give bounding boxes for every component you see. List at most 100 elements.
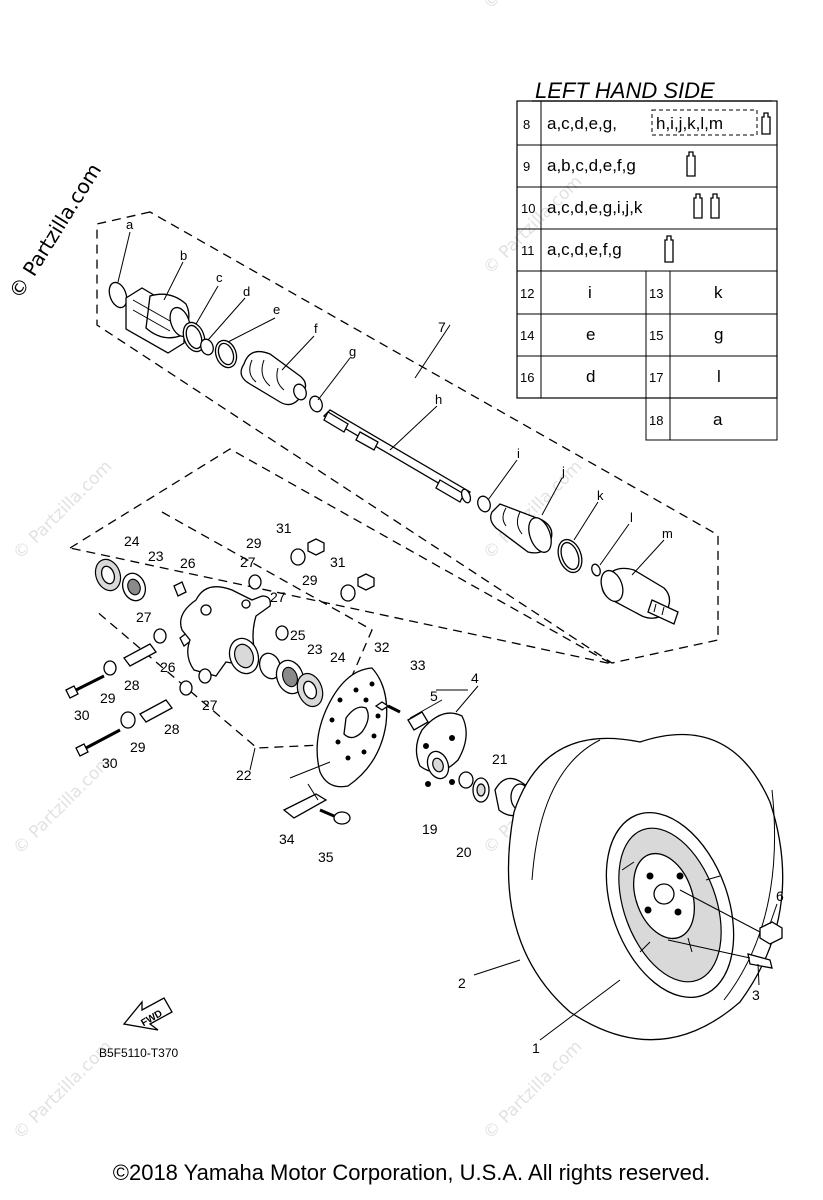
wheel-tire [507,734,784,1041]
table-row-number: 11 [521,243,535,258]
shaft-letter-labels: a b c d e f g h i j k l m [126,217,673,541]
callout: 30 [102,755,118,771]
callout-numbers: 1 2 3 4 5 6 7 19 20 21 22 23 23 24 24 25… [74,319,784,1056]
callout: 21 [492,751,508,767]
half-shaft [322,409,472,504]
inner-joint [600,567,679,625]
grease-tube-icon [664,235,674,263]
grease-tube-icon [710,193,720,219]
table-row-boxed-parts: h,i,j,k,l,m [656,114,723,133]
knuckle [179,586,271,677]
callout: 28 [124,677,140,693]
callout: 29 [100,690,116,706]
callout: 28 [164,721,180,737]
callout: 4 [471,670,479,686]
letter-label: c [216,270,223,285]
callout: 7 [438,319,446,335]
watermark: © Partzilla.com [9,457,116,564]
watermark: © Partzilla.com [479,172,586,279]
letter-label: a [126,217,134,232]
letter-label: b [180,248,187,263]
copyright-notice: ©2018 Yamaha Motor Corporation, U.S.A. A… [112,1160,711,1185]
callout: 27 [240,554,256,570]
grease-tube-icon [693,193,703,219]
callout: 27 [136,609,152,625]
table-cell-part: i [588,283,592,302]
diagram-code: B5F5110-T370 [99,1046,178,1060]
watermark: © Partzilla.com [479,0,586,14]
callout: 1 [532,1040,540,1056]
letter-label: d [243,284,250,299]
callout: 22 [236,767,252,783]
callout: 31 [276,520,292,536]
drive-shaft-assembly [96,211,719,664]
callout: 35 [318,849,334,865]
leader-lines [117,231,778,1041]
table-cell-part: d [586,367,595,386]
grease-tube-icon [761,112,771,135]
callout: 29 [246,535,262,551]
callout: 19 [422,821,438,837]
wheel-hub [407,689,468,787]
callout: 26 [160,659,176,675]
letter-label: m [662,526,673,541]
callout: 23 [148,548,164,564]
callout: 33 [410,657,426,673]
table-row-parts: a,c,d,e,g,i,j,k [547,198,643,217]
callout: 30 [74,707,90,723]
fwd-arrow-icon: FWD [122,997,173,1031]
table-row-parts: a,c,d,e,f,g [547,240,622,259]
callout: 34 [279,831,295,847]
table-title: LEFT HAND SIDE [535,78,715,103]
letter-label: e [273,302,280,317]
callout: 2 [458,975,466,991]
table-row-number: 9 [523,159,530,174]
callout: 24 [124,533,140,549]
table-row-number: 10 [521,201,535,216]
table-cell-number: 15 [649,328,663,343]
left-hand-side-table: LEFT HAND SIDE 8 a,c,d,e,g, h,i,j,k,l,m … [516,78,778,441]
letter-label: f [314,321,318,336]
table-cell-part: e [586,325,595,344]
callout: 23 [307,641,323,657]
table-cell-part: g [714,325,723,344]
callout: 3 [752,987,760,1003]
table-cell-number: 16 [520,370,534,385]
callout: 24 [330,649,346,665]
table-cell-number: 12 [520,286,534,301]
letter-label: j [561,464,565,479]
letter-label: k [597,488,604,503]
callout: 6 [776,888,784,904]
inner-boot [490,503,553,554]
letter-label: i [517,446,520,461]
table-cell-number: 14 [520,328,534,343]
table-row-parts: a,b,c,d,e,f,g [547,156,636,175]
table-cell-number: 13 [649,286,663,301]
letter-label: h [435,392,442,407]
callout: 27 [202,697,218,713]
callout: 29 [302,572,318,588]
table-cell-part: a [713,410,723,429]
table-row-number: 8 [523,117,530,132]
brake-disc [316,667,388,788]
callout: 5 [430,688,438,704]
table-cell-number: 17 [649,370,663,385]
callout: 26 [180,555,196,571]
callout: 20 [456,844,472,860]
grease-tube-icon [686,151,696,177]
callout: 29 [130,739,146,755]
callout: 31 [330,554,346,570]
table-cell-part: k [714,283,723,302]
callout: 25 [290,627,306,643]
watermarks: © Partzilla.com © Partzilla.com © Partzi… [4,0,586,1144]
callout: 27 [270,589,286,605]
table-cell-part: l [717,367,721,386]
outer-joint [125,287,191,354]
knuckle-assembly [65,448,613,771]
letter-label: g [349,344,356,359]
table-row-parts: a,c,d,e,g, [547,114,617,133]
watermark: © Partzilla.com [9,752,116,859]
callout: 32 [374,639,390,655]
letter-label: l [630,510,633,525]
